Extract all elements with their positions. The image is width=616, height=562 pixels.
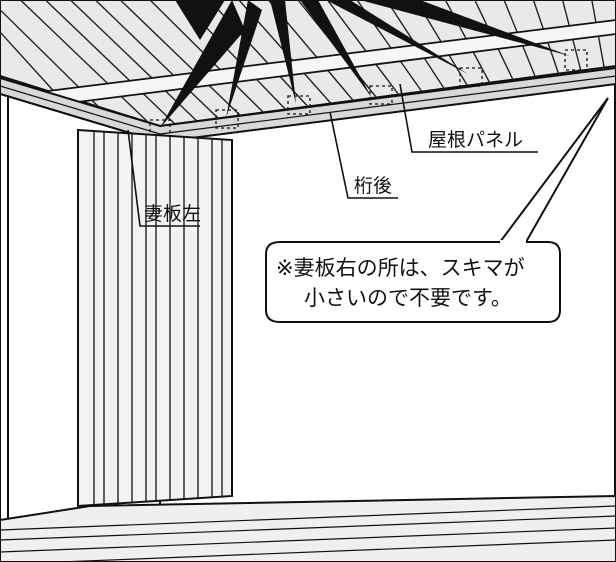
gap-markers [149,49,588,137]
label-roof-panel: 屋根パネル [428,129,523,151]
label-gable-left: 妻板左 [144,203,201,225]
callout-bubble [265,97,609,323]
leader-lines [127,83,538,227]
callout-line-2: 小さいので不要です。 [304,286,512,310]
gable-panel-left [77,128,233,508]
girder-rear [0,66,616,144]
floor [0,494,616,562]
label-girder-rear: 桁後 [354,175,392,197]
callout-line-1: ※妻板右の所は、スキマが [276,256,525,280]
emphasis-burst [160,0,570,128]
